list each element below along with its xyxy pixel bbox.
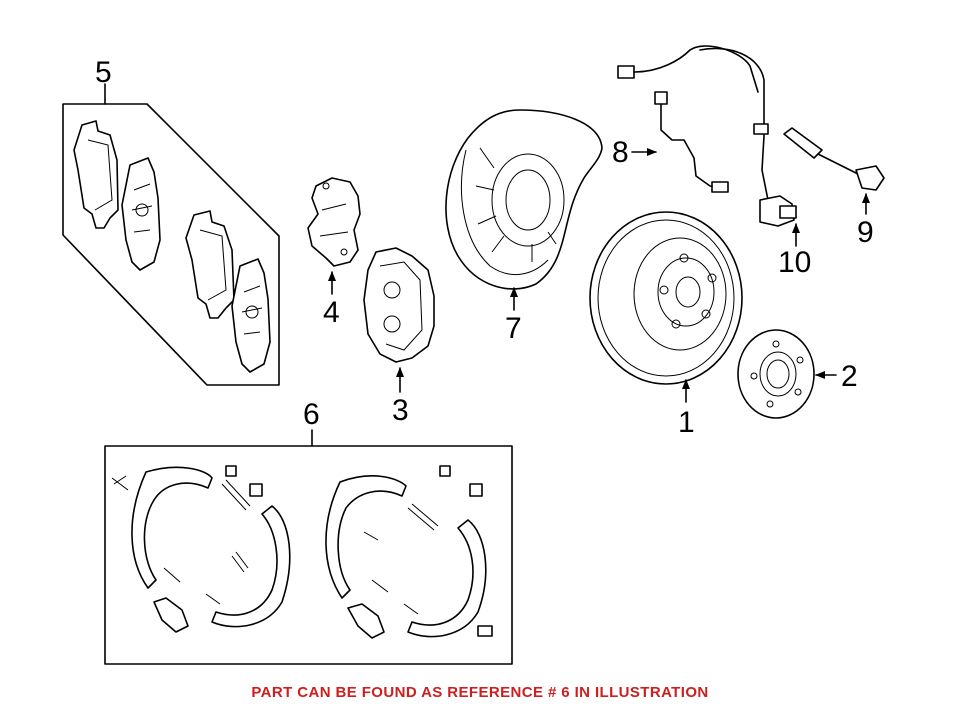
brake-wear-sensor: [783, 127, 885, 215]
callout-4: 4: [323, 296, 340, 329]
callout-2: 2: [841, 360, 858, 393]
callout-7: 7: [505, 312, 522, 345]
callout-8: 8: [612, 136, 629, 169]
callout-5: 5: [95, 56, 112, 89]
brake-pad-set: [62, 83, 280, 386]
brake-caliper: [363, 247, 435, 393]
reference-caption: PART CAN BE FOUND AS REFERENCE # 6 IN IL…: [251, 684, 709, 701]
callout-3: 3: [392, 394, 409, 427]
abs-sensor-wire: [617, 45, 759, 193]
wheel-speed-sensor: [699, 47, 800, 247]
shoe-kit-frame: [104, 445, 513, 665]
dust-shield: [445, 109, 603, 311]
callout-10: 10: [778, 246, 811, 279]
pad-set-frame: [62, 103, 280, 386]
brake-rotor: [589, 211, 743, 403]
callout-6: 6: [303, 398, 320, 431]
callout-9: 9: [857, 216, 874, 249]
hub-ring: [737, 329, 837, 419]
parking-brake-shoe-kit: [104, 429, 513, 665]
callout-1: 1: [678, 406, 695, 439]
caliper-bracket: [307, 177, 361, 295]
